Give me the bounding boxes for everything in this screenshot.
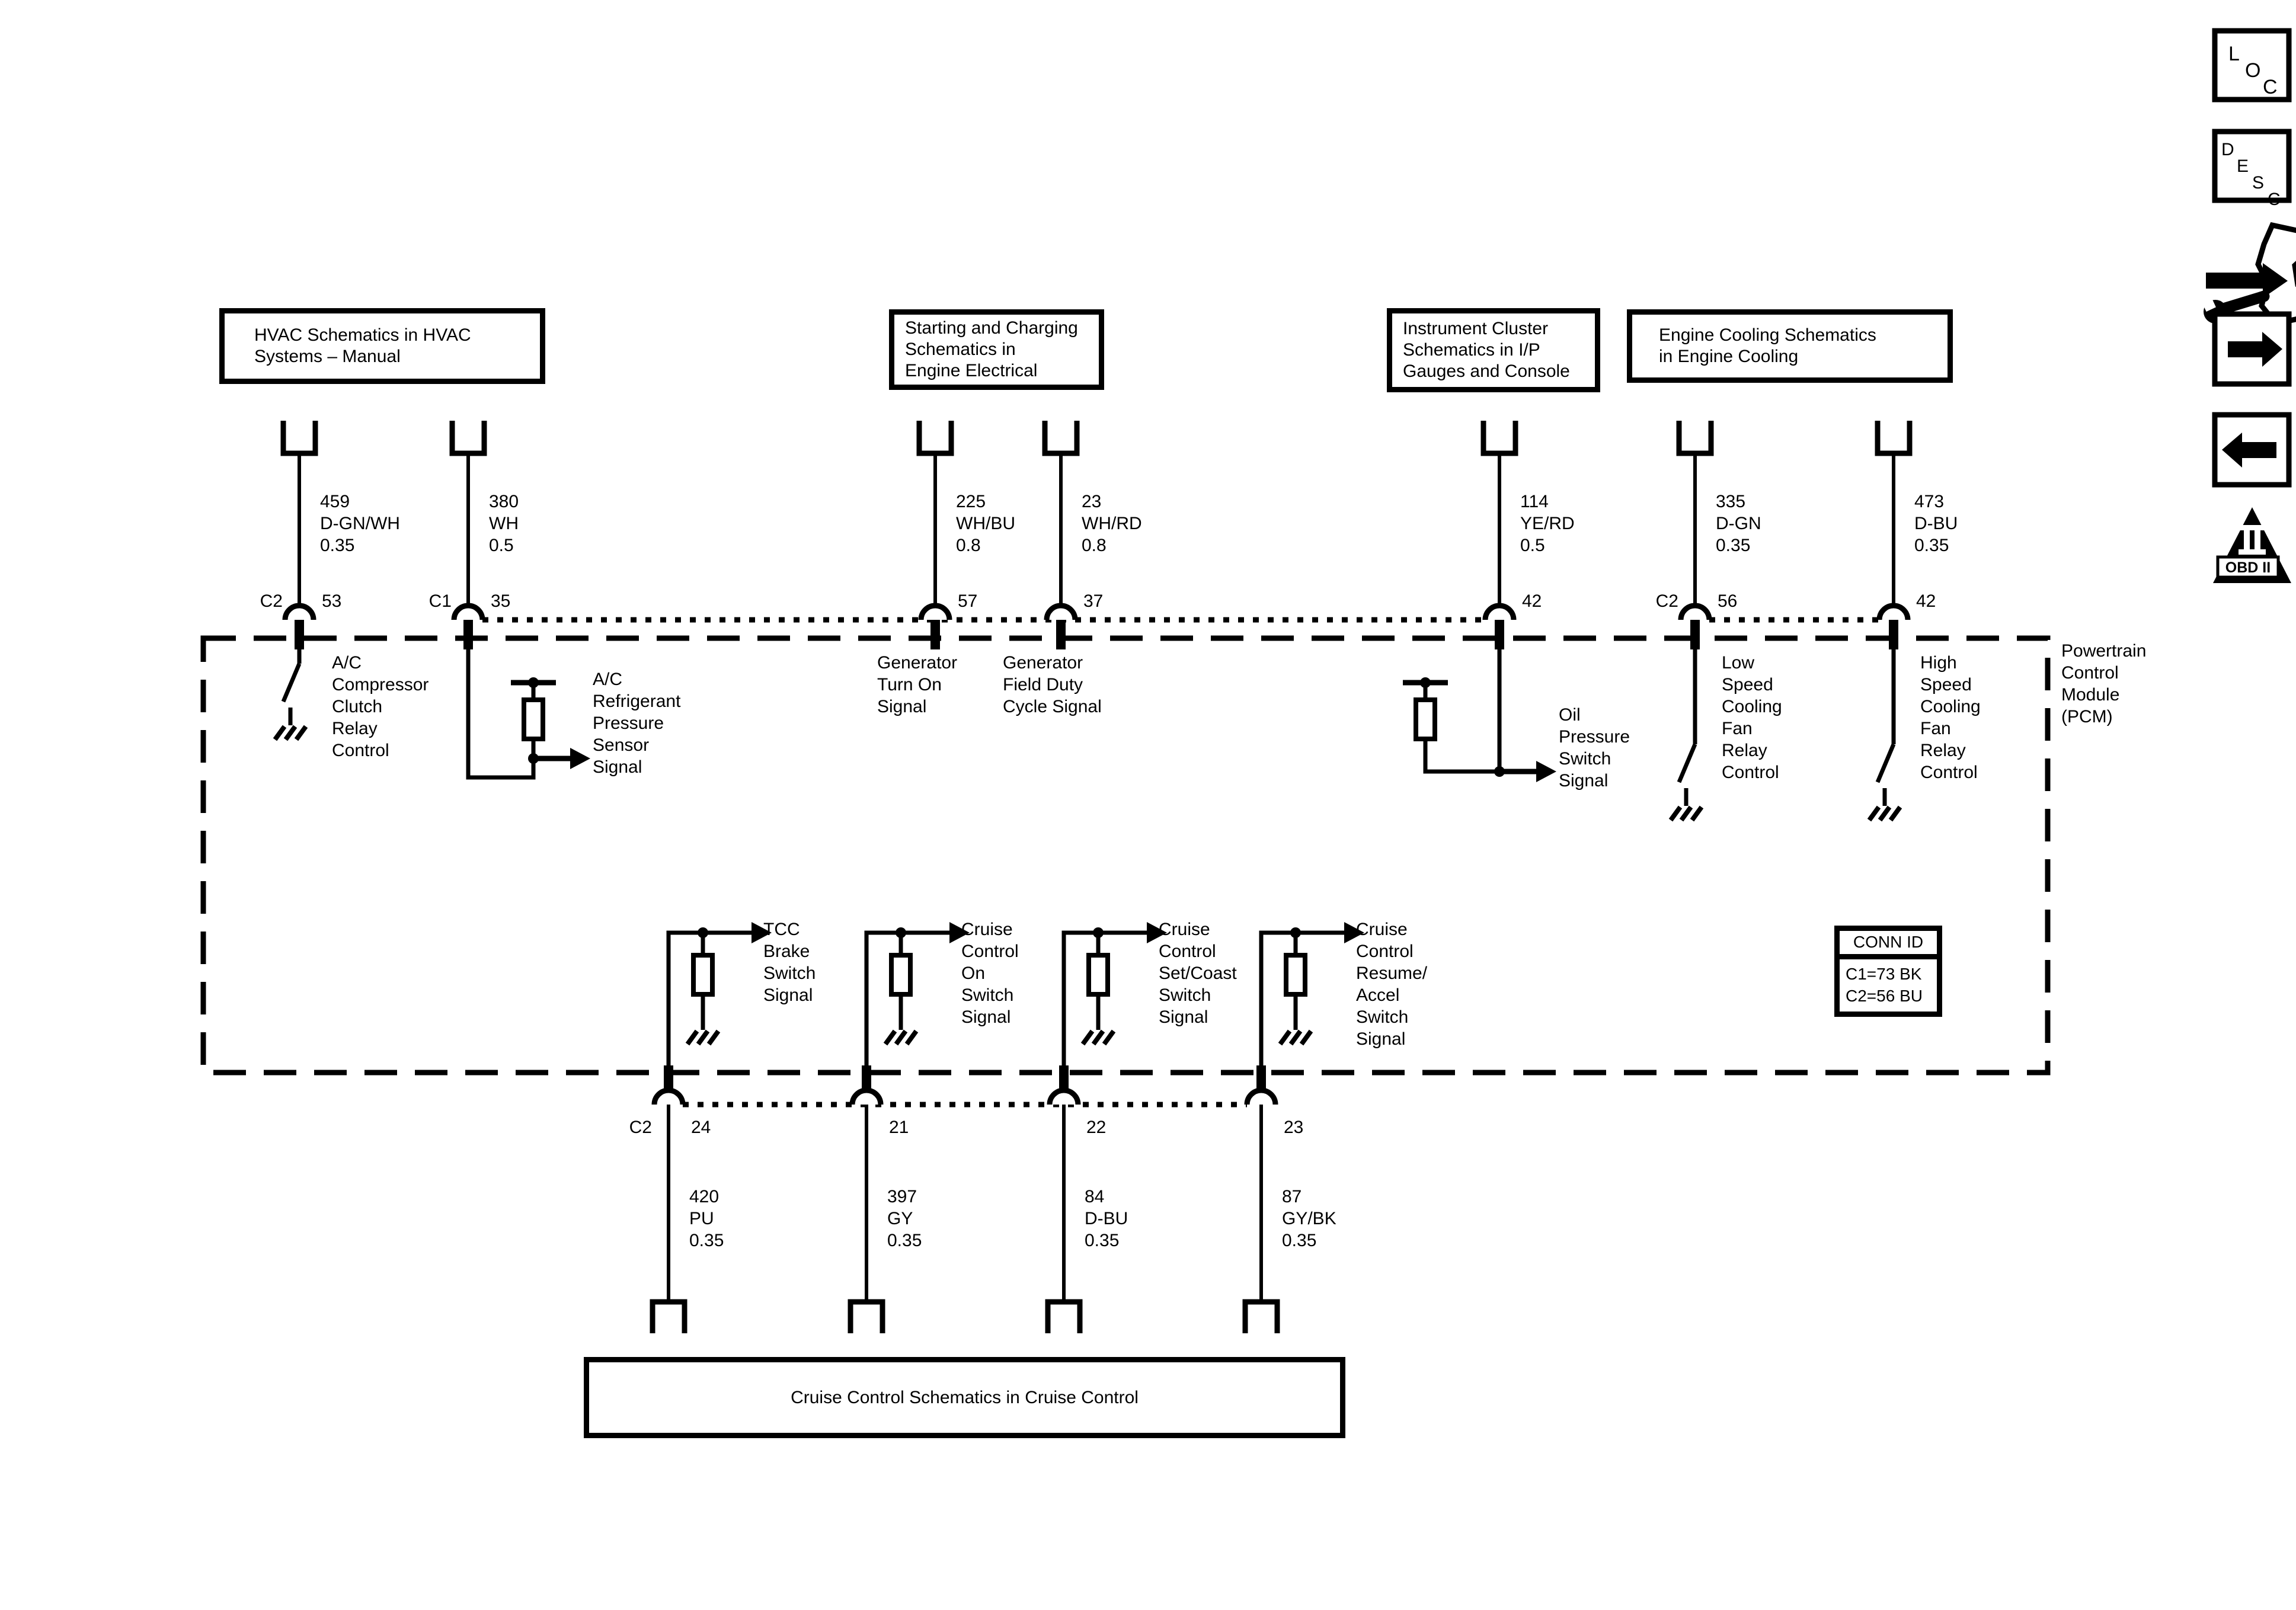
desc-letter: E: [2237, 156, 2249, 176]
wire-label: 114 YE/RD 0.5: [1520, 492, 1575, 555]
loc-button[interactable]: L O C: [2212, 28, 2292, 103]
connector-dotted-rails: [482, 617, 1879, 1108]
connector-label: C1: [428, 591, 452, 611]
pcm-function-label: Cruise Control Resume/ Accel Switch Sign…: [1356, 920, 1428, 1049]
pin-number: 53: [322, 591, 342, 611]
pcm-function-label: Cruise Control On Switch Signal: [961, 920, 1019, 1027]
top-pin-terminals: [282, 603, 1911, 649]
pcm-function-label: A/C Refrigerant Pressure Sensor Signal: [593, 670, 681, 777]
pin-number: 57: [958, 591, 978, 611]
pcm-function-label: Low Speed Cooling Fan Relay Control: [1722, 653, 1782, 782]
source-box-starting-charging[interactable]: Starting and Charging Schematics in Engi…: [889, 309, 1104, 390]
pin-number: 22: [1086, 1118, 1107, 1137]
diagnostic-wrench-icon[interactable]: [2202, 222, 2296, 327]
connector-label: C2: [1655, 591, 1678, 611]
source-box-instrument-cluster[interactable]: Instrument Cluster Schematics in I/P Gau…: [1387, 308, 1600, 392]
forward-arrow-button[interactable]: [2212, 311, 2292, 387]
source-box-engine-cooling[interactable]: Engine Cooling Schematics in Engine Cool…: [1627, 309, 1953, 383]
connector-label: C2: [260, 591, 283, 611]
obd2-icon[interactable]: OBD II: [2213, 507, 2291, 583]
bottom-wires: [667, 1105, 1263, 1302]
pin-number: 42: [1916, 591, 1936, 611]
source-box-instrument-cluster-label: Instrument Cluster Schematics in I/P Gau…: [1403, 319, 1570, 381]
pcm-name-label: Powertrain Control Module (PCM): [2061, 641, 2147, 726]
pin-number: 21: [889, 1118, 909, 1137]
wire-label: 397 GY 0.35: [887, 1187, 922, 1250]
connector-label: C2: [629, 1118, 652, 1137]
source-box-hvac-label: HVAC Schematics in HVAC Systems – Manual: [254, 325, 471, 366]
conn-id-title: CONN ID: [1840, 931, 1937, 959]
pcm-function-label: Generator Turn On Signal: [877, 653, 958, 716]
pcm-function-label: Generator Field Duty Cycle Signal: [1003, 653, 1102, 716]
oil-pressure-switch-symbol: [1403, 649, 1556, 782]
desc-button[interactable]: D E S C: [2212, 129, 2292, 209]
toolbar-icons: L O C D E S C: [2202, 28, 2296, 583]
wire-label: 225 WH/BU 0.8: [956, 492, 1015, 555]
high-speed-fan-relay-switch-symbol: [1867, 649, 1902, 822]
pcm-function-label: High Speed Cooling Fan Relay Control: [1920, 653, 1981, 782]
bottom-pin-terminals: [651, 1065, 1278, 1105]
loc-letter: C: [2263, 76, 2278, 98]
desc-letter: S: [2252, 173, 2264, 193]
pcm-function-label: Cruise Control Set/Coast Switch Signal: [1159, 920, 1237, 1027]
pin-number: 56: [1718, 591, 1738, 611]
wire-label: 420 PU 0.35: [689, 1187, 724, 1250]
desc-letter: C: [2268, 190, 2281, 209]
pin-number: 42: [1522, 591, 1542, 611]
source-box-cruise-control[interactable]: Cruise Control Schematics in Cruise Cont…: [584, 1357, 1345, 1438]
loc-letter: L: [2228, 43, 2240, 65]
desc-letter: D: [2221, 140, 2234, 159]
conn-id-table: CONN ID C1=73 BK C2=56 BU: [1834, 926, 1942, 1017]
low-speed-fan-relay-switch-symbol: [1668, 649, 1704, 822]
source-box-hvac[interactable]: HVAC Schematics in HVAC Systems – Manual: [219, 308, 545, 384]
source-box-engine-cooling-label: Engine Cooling Schematics in Engine Cool…: [1659, 325, 1876, 366]
pcm-dashed-border: [200, 635, 2051, 1076]
pcm-function-label: A/C Compressor Clutch Relay Control: [332, 653, 429, 760]
back-arrow-button[interactable]: [2212, 412, 2292, 488]
bottom-signal-networks: [666, 922, 1364, 1065]
wire-label: 335 D-GN 0.35: [1716, 492, 1761, 555]
wire-label: 459 D-GN/WH 0.35: [320, 492, 400, 555]
source-box-starting-charging-label: Starting and Charging Schematics in Engi…: [905, 318, 1078, 380]
ac-refrigerant-sensor-symbol: [466, 649, 590, 780]
pin-number: 24: [691, 1118, 711, 1137]
pin-number: 35: [491, 591, 511, 611]
pcm-function-label: TCC Brake Switch Signal: [763, 920, 816, 1005]
wire-label: 87 GY/BK 0.35: [1282, 1187, 1336, 1250]
pin-number: 23: [1284, 1118, 1304, 1137]
offpage-brackets-bottom: [650, 1299, 1280, 1333]
source-box-cruise-control-label: Cruise Control Schematics in Cruise Cont…: [791, 1387, 1139, 1407]
wire-label: 23 WH/RD 0.8: [1082, 492, 1142, 555]
ac-clutch-relay-switch-symbol: [273, 649, 308, 741]
top-wires: [298, 453, 1895, 607]
conn-id-rows: C1=73 BK C2=56 BU: [1846, 965, 1923, 1005]
loc-letter: O: [2245, 59, 2260, 82]
pcm-function-label: Oil Pressure Switch Signal: [1559, 705, 1630, 790]
wire-label: 84 D-BU 0.35: [1085, 1187, 1128, 1250]
pin-number: 37: [1083, 591, 1104, 611]
wire-label: 380 WH 0.5: [489, 492, 519, 555]
offpage-brackets-top: [280, 421, 1913, 456]
wire-label: 473 D-BU 0.35: [1914, 492, 1958, 555]
obd2-label: OBD II: [2225, 559, 2271, 576]
